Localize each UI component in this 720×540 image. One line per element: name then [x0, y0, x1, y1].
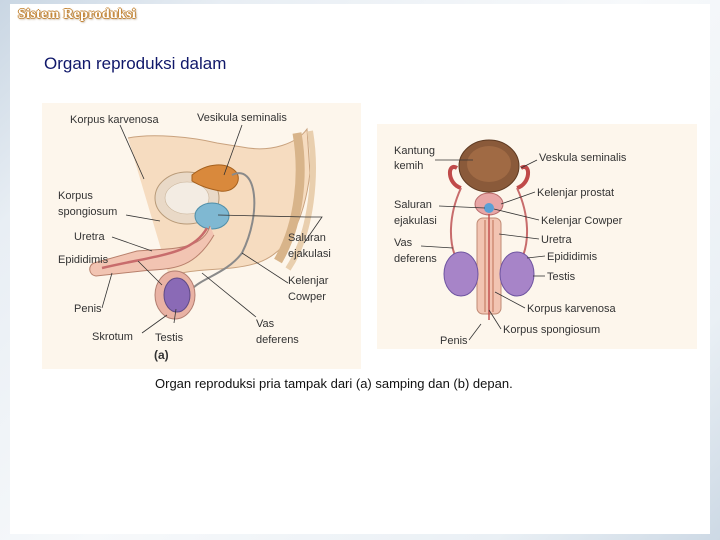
label-testis: Testis [155, 332, 184, 344]
cowper-gland-shape [484, 203, 494, 213]
label-skrotum: Skrotum [92, 331, 133, 343]
leader-line [488, 309, 502, 330]
leader-line [101, 272, 113, 309]
testis-left [443, 251, 479, 297]
testis-shape [163, 277, 191, 313]
figure-caption: Organ reproduksi pria tampak dari (a) sa… [155, 376, 513, 391]
label-vas-line1: Vas [394, 237, 413, 249]
label-korpus-karvenosa: Korpus karvenosa [527, 303, 617, 315]
deck-title: Sistem Reproduksi [18, 7, 137, 22]
leader-line [201, 272, 257, 318]
vas-deferens-shape [191, 172, 256, 290]
seminal-vesicle-left [448, 164, 462, 190]
label-kelenjar-cowper: Kelenjar Cowper [541, 215, 623, 227]
label-korpus-karvenosa: Korpus karvenosa [70, 114, 160, 126]
label-veskula-seminalis: Veskula seminalis [539, 152, 627, 164]
leader-line [468, 323, 482, 341]
coccyx-shape [285, 130, 316, 271]
label-epididimis: Epididimis [58, 254, 109, 266]
figure-side-view: Korpus karvenosa Vesikula seminalis Korp… [42, 103, 361, 369]
label-saluran-line2: ejakulasi [394, 215, 437, 227]
slide-heading: Organ reproduksi dalam [44, 54, 227, 73]
bladder-lumen [164, 181, 210, 215]
label-vas-line1: Vas [256, 318, 275, 330]
label-vesikula-seminalis: Vesikula seminalis [197, 112, 287, 124]
leader-line [137, 260, 163, 286]
bladder-texture [467, 146, 511, 182]
leader-line [493, 208, 540, 221]
leader-line [438, 205, 486, 209]
leader-line [498, 233, 540, 240]
label-kelenjar-line1: Kelenjar [288, 275, 329, 287]
label-epididimis: Epididimis [547, 251, 598, 263]
leader-line [125, 214, 161, 222]
urethra-shape [101, 227, 209, 270]
testis-right [499, 251, 535, 297]
prostate-shape [194, 202, 230, 230]
leader-line [173, 308, 177, 324]
label-korpus-line2: spongiosum [58, 206, 117, 218]
label-vas-line2: deferens [394, 253, 437, 265]
leader-line [241, 252, 289, 284]
leader-line [520, 159, 538, 169]
label-saluran-line2: ejakulasi [288, 248, 331, 260]
label-penis: Penis [440, 335, 468, 347]
leader-line [119, 124, 145, 180]
leader-line [420, 245, 454, 249]
leader-line [500, 191, 536, 205]
label-kantung-line2: kemih [394, 160, 423, 172]
label-saluran-line1: Saluran [288, 232, 326, 244]
seminal-vesicle-shape [191, 164, 239, 192]
sacrum-shape [274, 132, 305, 264]
leader-line [111, 236, 153, 252]
leader-line [526, 255, 546, 259]
leader-line [494, 291, 526, 309]
leader-line [217, 214, 323, 244]
panel-tag-a: (a) [154, 348, 169, 362]
figure-front-view: Kantung kemih Veskula seminalis Kelenjar… [377, 124, 697, 349]
label-uretra: Uretra [541, 234, 572, 246]
label-kelenjar-line2: Cowper [288, 291, 326, 303]
label-testis: Testis [547, 271, 576, 283]
label-korpus-line1: Korpus [58, 190, 93, 202]
label-korpus-spongiosum: Korpus spongiosum [503, 324, 600, 336]
label-vas-line2: deferens [256, 334, 299, 346]
label-saluran-line1: Saluran [394, 199, 432, 211]
leader-line [223, 124, 243, 176]
label-kelenjar-prostat: Kelenjar prostat [537, 187, 614, 199]
leader-line [141, 314, 168, 334]
side-view-illustration: Korpus karvenosa Vesikula seminalis Korp… [58, 112, 331, 362]
label-uretra: Uretra [74, 231, 105, 243]
label-kantung-line1: Kantung [394, 145, 435, 157]
front-view-illustration: Kantung kemih Veskula seminalis Kelenjar… [394, 139, 627, 347]
label-penis: Penis [74, 303, 102, 315]
